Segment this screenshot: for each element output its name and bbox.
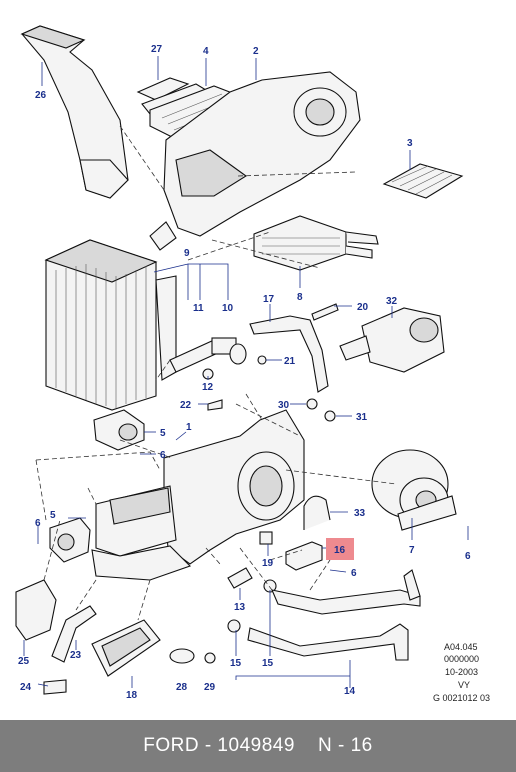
ref-code-2: 0000000 (444, 654, 479, 664)
wire-clip (303, 495, 331, 530)
callout-7: 7 (409, 545, 415, 556)
callout-25: 25 (18, 656, 30, 667)
callout-22: 22 (180, 400, 192, 411)
drain-tube (51, 605, 97, 663)
air-door-actuator (93, 409, 145, 451)
callout-6-left: 6 (35, 518, 41, 529)
callout-24: 24 (20, 682, 32, 693)
heater-core (253, 215, 379, 271)
callout-17: 17 (263, 294, 275, 305)
callout-28: 28 (176, 682, 188, 693)
callout-3: 3 (407, 138, 413, 149)
callout-13: 13 (234, 602, 246, 613)
callout-21: 21 (284, 356, 296, 367)
callout-1: 1 (186, 422, 192, 433)
callout-18: 18 (126, 690, 138, 701)
callout-11: 11 (193, 303, 204, 314)
bolt (311, 303, 339, 321)
mode-door-actuator (49, 517, 91, 563)
footer-bar: FORD - 1049849 N - 16 (0, 720, 516, 772)
callout-16: 16 (334, 545, 346, 556)
callout-32: 32 (386, 296, 398, 307)
blower-motor (371, 449, 457, 531)
temperature-sensor (43, 679, 67, 695)
ref-code-1: A04.045 (444, 642, 478, 652)
heater-hoses (247, 569, 421, 661)
callout-29: 29 (204, 682, 216, 693)
leader-lines (23, 56, 469, 688)
small-fasteners (202, 355, 336, 422)
callout-5-upper: 5 (160, 428, 166, 439)
callout-6-right: 6 (465, 551, 471, 562)
assembly-guide-lines (35, 125, 397, 621)
ref-code-5: G 0021012 03 (433, 693, 490, 703)
callout-6-lower: 6 (351, 568, 357, 579)
part-number-caption: FORD - 1049849 N - 16 (143, 735, 373, 756)
callout-12: 12 (202, 382, 214, 393)
ref-code-4: VY (458, 680, 470, 690)
grommets (227, 531, 277, 633)
highlighted-callout-box (326, 538, 354, 560)
ref-code-3: 10-2003 (445, 667, 478, 677)
evaporator-core (44, 239, 177, 411)
blower-control-module (339, 307, 445, 373)
callout-23: 23 (70, 650, 82, 661)
callout-27: 27 (151, 44, 163, 55)
callout-20: 20 (357, 302, 369, 313)
callout-14: 14 (344, 686, 356, 697)
pollen-filter (382, 163, 464, 199)
expansion-valve (169, 337, 247, 373)
callout-26: 26 (35, 90, 47, 101)
callout-33: 33 (354, 508, 366, 519)
reference-codes: A04.045 0000000 10-2003 VY G 0021012 03 (433, 642, 490, 703)
refrigerant-pipes (249, 315, 329, 393)
callout-4: 4 (203, 46, 209, 57)
callout-15-right: 15 (262, 658, 274, 669)
blower-resistor (285, 541, 323, 571)
exploded-parts-diagram: 26 27 4 2 3 9 11 10 8 17 20 32 21 12 22 … (15, 25, 490, 703)
upper-heater-housing (149, 71, 361, 251)
callout-31: 31 (356, 412, 368, 423)
callout-8: 8 (297, 292, 303, 303)
callout-9: 9 (184, 248, 190, 259)
callout-30: 30 (278, 400, 290, 411)
mounting-bracket (15, 579, 57, 641)
caps (169, 648, 216, 664)
callout-19: 19 (262, 558, 274, 569)
callout-5-lower: 5 (50, 510, 56, 521)
callout-6-upper: 6 (160, 450, 166, 461)
main-heater-housing (91, 409, 305, 581)
callout-15-left: 15 (230, 658, 242, 669)
callout-10: 10 (222, 303, 234, 314)
callout-numbers: 26 27 4 2 3 9 11 10 8 17 20 32 21 12 22 … (18, 44, 471, 701)
air-intake-duct (20, 25, 129, 199)
callout-2: 2 (253, 46, 259, 57)
filter-seal (91, 619, 161, 677)
